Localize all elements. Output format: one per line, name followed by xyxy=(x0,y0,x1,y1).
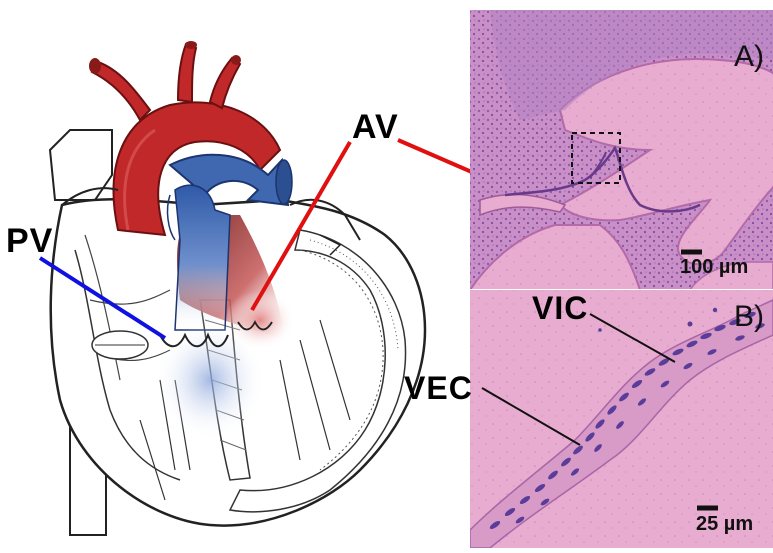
scalebar-a-text: 100 µm xyxy=(680,256,748,279)
vic-label: VIC xyxy=(532,290,588,327)
pv-label: PV xyxy=(6,222,53,261)
panel-b-label: B) xyxy=(734,300,764,334)
panel-a-label: A) xyxy=(734,40,764,74)
vec-label: VEC xyxy=(404,370,473,407)
av-label: AV xyxy=(352,108,399,147)
histology-panel-b xyxy=(470,290,773,548)
scalebar-b-text: 25 µm xyxy=(696,513,753,536)
histology-panel-a xyxy=(470,10,773,290)
